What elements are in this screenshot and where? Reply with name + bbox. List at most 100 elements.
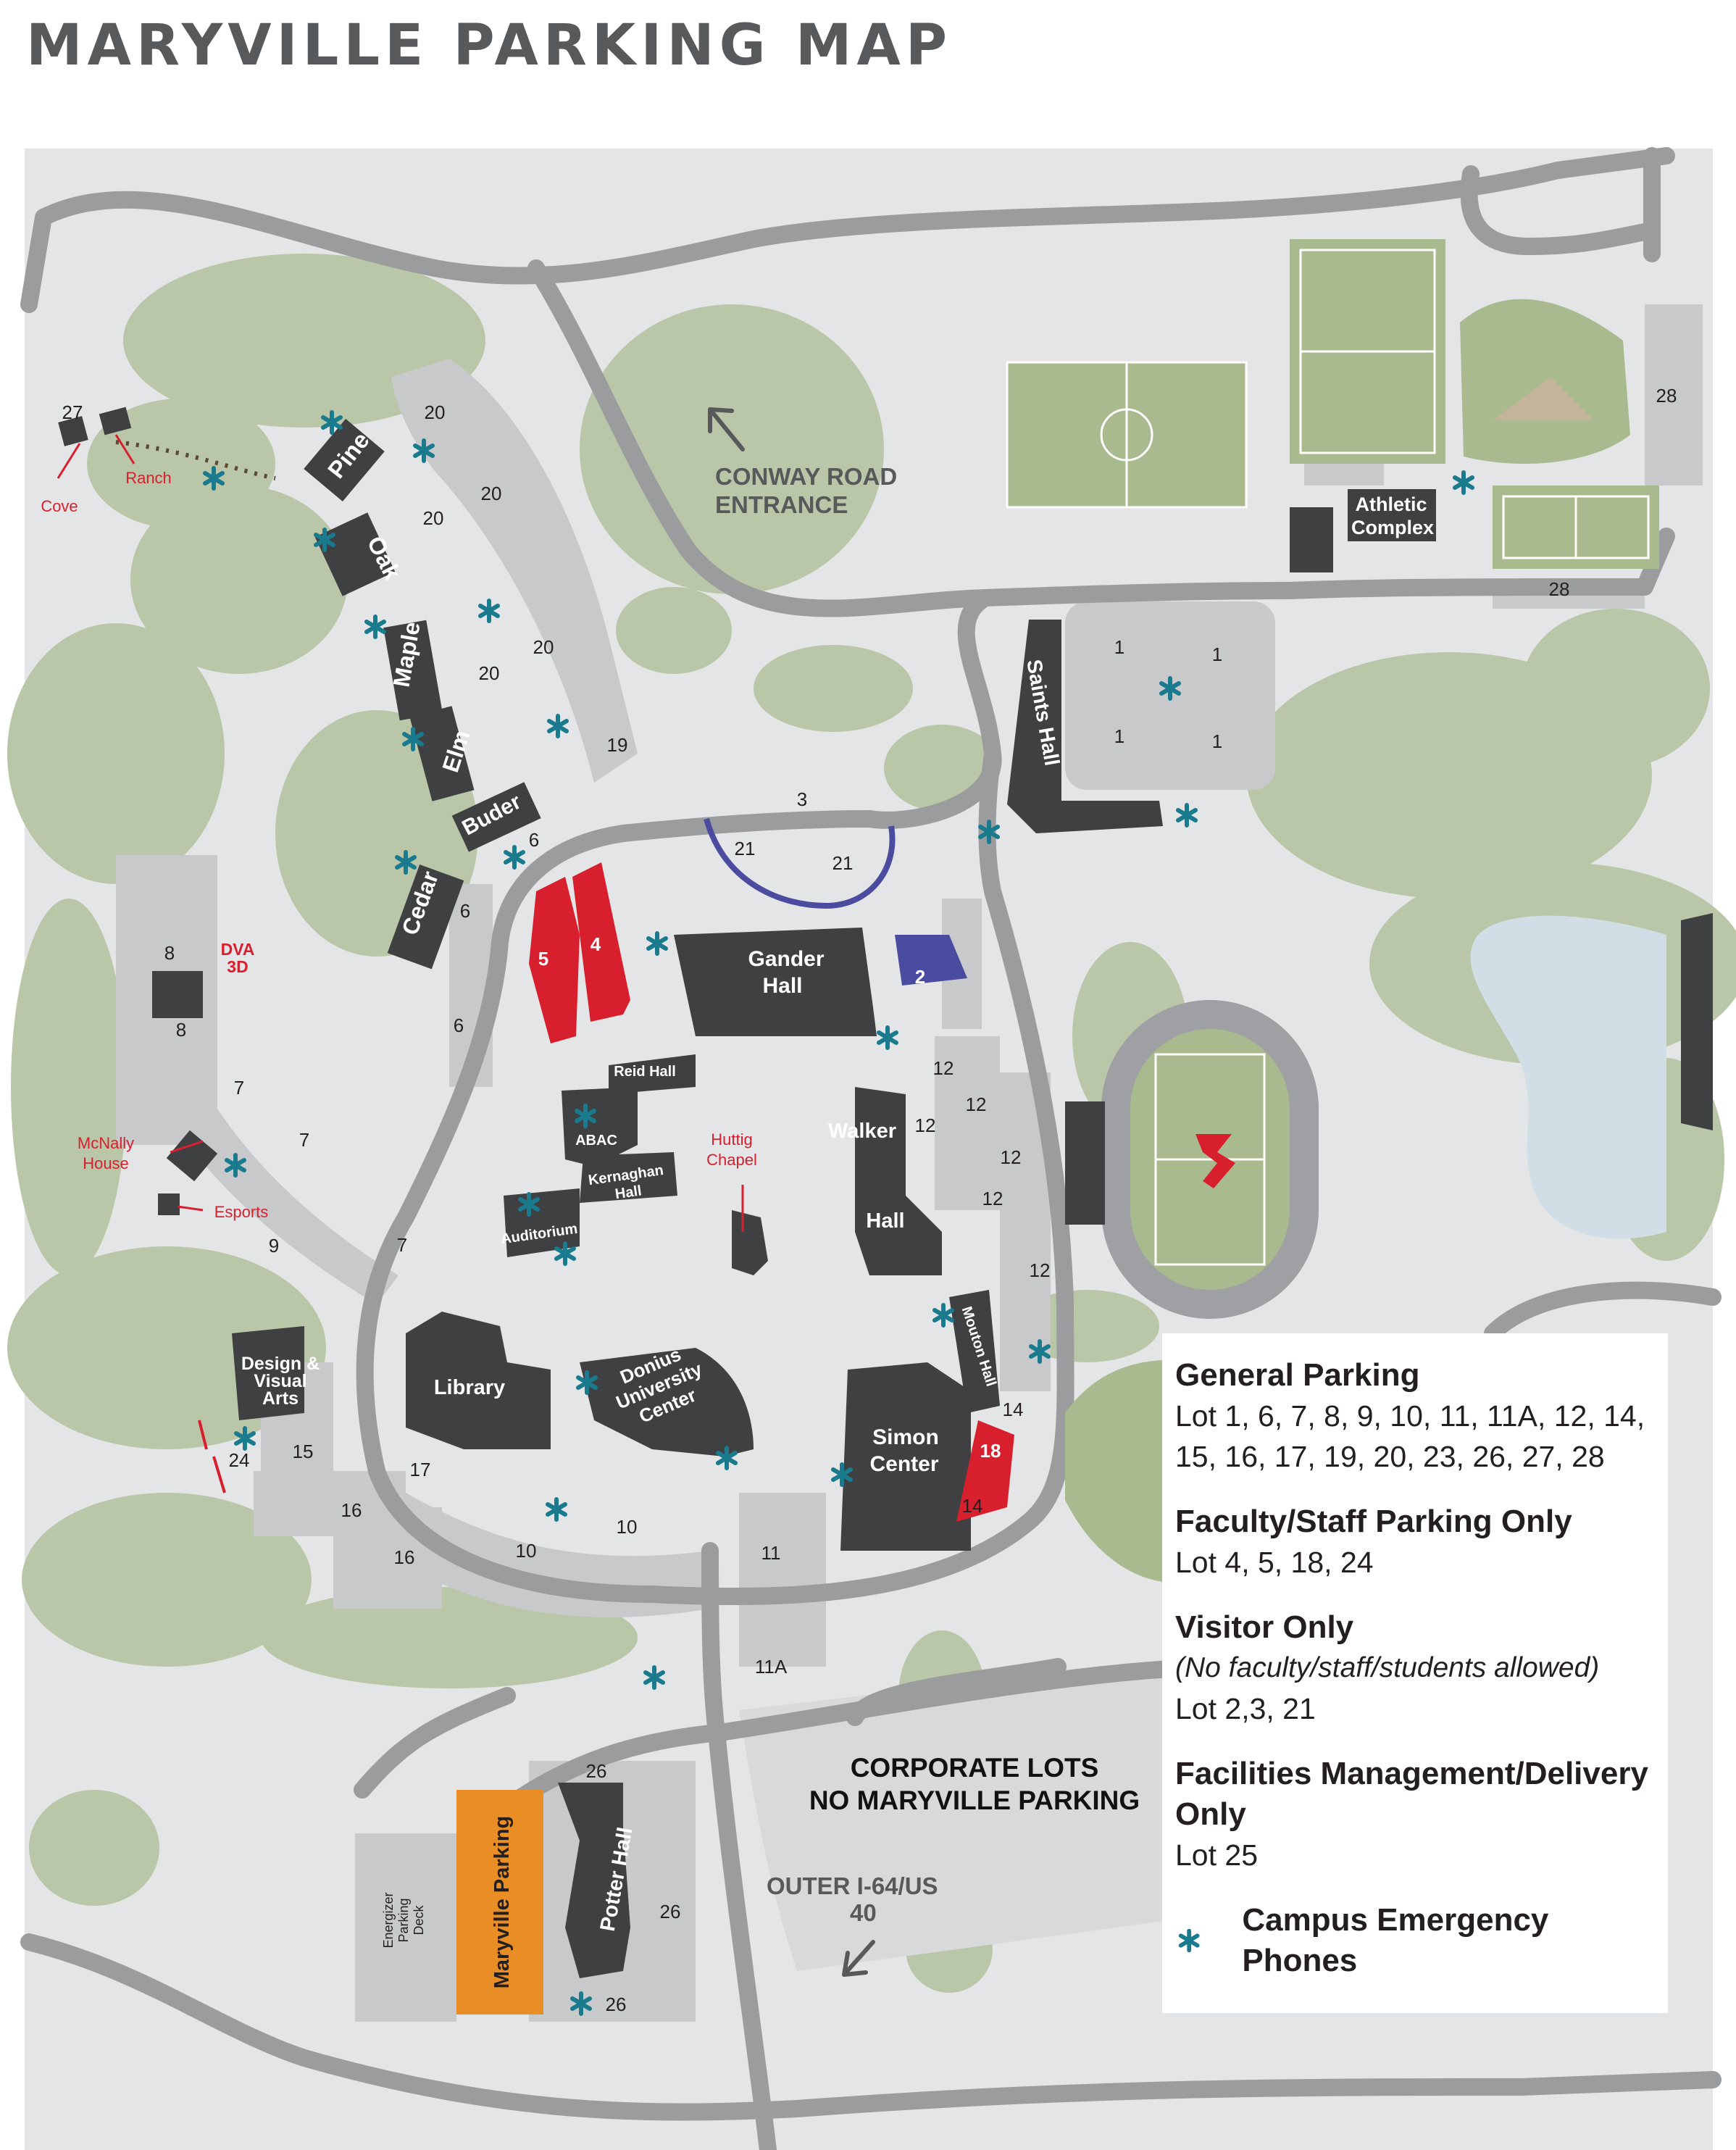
legend: General Parking Lot 1, 6, 7, 8, 9, 10, 1…	[1162, 1333, 1668, 2013]
lot-label-20d: 20	[533, 636, 554, 658]
outer-line-2: 40	[850, 1899, 877, 1926]
corporate-line-1: CORPORATE LOTS	[851, 1753, 1099, 1783]
maryville-parking-deck	[456, 1790, 543, 2014]
corporate-line-2: NO MARYVILLE PARKING	[809, 1786, 1140, 1815]
pond	[1470, 915, 1666, 1239]
design-line-3: Arts	[262, 1388, 299, 1409]
lot-label-21a: 21	[735, 838, 756, 859]
simon-line-2: Center	[869, 1452, 938, 1476]
lot-label-6a: 6	[529, 829, 539, 851]
lot-label-20b: 20	[423, 507, 444, 529]
design-line-2: Visual	[254, 1371, 306, 1391]
lot-label-12a: 12	[933, 1057, 954, 1079]
lot-label-7c: 7	[397, 1234, 407, 1256]
entrance-arrows	[708, 407, 875, 1977]
legend-phones-label: Campus Emergency Phones	[1242, 1902, 1549, 1978]
athletic-bottom: Complex	[1351, 517, 1434, 538]
legend-visitor-note: (No faculty/staff/students allowed)	[1175, 1652, 1600, 1683]
legend-general-title: General Parking	[1175, 1357, 1420, 1393]
label-maryville-parking: Maryville Parking	[491, 1816, 514, 1989]
athletic-top: Athletic	[1355, 493, 1427, 515]
lot-label-11A: 11A	[755, 1656, 788, 1678]
simon-line-1: Simon	[872, 1425, 939, 1449]
lot-label-7b: 7	[299, 1129, 309, 1151]
gander-line-2: Hall	[762, 974, 802, 998]
buildings	[58, 407, 1713, 1978]
lot-label-12c: 12	[915, 1114, 936, 1136]
dva-line-1: DVA	[221, 940, 255, 959]
leader-lines	[57, 434, 744, 1232]
mcnally-line-2: House	[83, 1154, 129, 1172]
lot-label-21b: 21	[832, 852, 854, 874]
ranch-trail	[115, 440, 276, 480]
outer-line-1: OUTER I-64/US	[767, 1872, 938, 1899]
label-esports: Esports	[214, 1203, 269, 1221]
lot-label-27: 27	[62, 401, 83, 423]
lot-label-9: 9	[269, 1235, 279, 1257]
gander-line-1: Gander	[748, 947, 824, 971]
lot-label-1c: 1	[1114, 725, 1124, 747]
lot-label-26a: 26	[586, 1760, 607, 1782]
lot-label-12b: 12	[966, 1093, 987, 1115]
lot-label-6b: 6	[460, 900, 470, 922]
lot-label-20c: 20	[481, 483, 502, 504]
walker-line-1: Walker	[828, 1120, 896, 1143]
faculty-lots	[198, 862, 1014, 1522]
legend-faculty-lots: Lot 4, 5, 18, 24	[1175, 1546, 1374, 1579]
arrow-icon	[708, 407, 745, 451]
page-title: MARYVILLE PARKING MAP	[26, 13, 952, 78]
legend-facilities-lots: Lot 25	[1175, 1838, 1258, 1872]
lot-label-3: 3	[797, 788, 807, 810]
lot-label-5: 5	[538, 948, 548, 970]
sports-fields	[1006, 239, 1659, 1583]
arrow-icon	[842, 1940, 875, 1977]
legend-general-lots: Lot 1, 6, 7, 8, 9, 10, 11, 11A, 12, 14, …	[1175, 1399, 1645, 1473]
lot-label-11: 11	[761, 1542, 781, 1564]
label-ranch: Ranch	[125, 469, 172, 487]
label-library: Library	[434, 1376, 505, 1399]
lot-label-8a: 8	[164, 942, 175, 964]
legend-visitor: Visitor Only (No faculty/staff/students …	[1175, 1607, 1655, 1729]
energizer-line-1: Energizer	[381, 1892, 396, 1948]
legend-visitor-lots: Lot 2,3, 21	[1175, 1692, 1316, 1725]
label-cove: Cove	[41, 497, 78, 515]
lot-label-10b: 10	[617, 1516, 638, 1538]
conway-line-1: CONWAY ROAD	[715, 463, 897, 490]
lot-label-12e: 12	[982, 1188, 1003, 1209]
emergency-phone-icon	[1175, 1926, 1203, 1955]
lot-label-14b: 14	[962, 1495, 983, 1517]
kernaghan-line-2: Hall	[614, 1183, 643, 1202]
lot-label-26c: 26	[606, 1993, 627, 2015]
walker-line-2: Hall	[866, 1209, 904, 1233]
huttig-line-1: Huttig	[711, 1130, 752, 1149]
legend-phones: Campus Emergency Phones	[1175, 1900, 1655, 1981]
label-abac: ABAC	[575, 1133, 617, 1149]
lot-label-10a: 10	[516, 1540, 537, 1562]
conway-line-2: ENTRANCE	[715, 491, 848, 518]
legend-general: General Parking Lot 1, 6, 7, 8, 9, 10, 1…	[1175, 1355, 1655, 1477]
design-line-1: Design &	[241, 1354, 320, 1374]
legend-facilities: Facilities Management/Delivery Only Lot …	[1175, 1754, 1655, 1875]
lot-label-12d: 12	[1001, 1146, 1022, 1168]
legend-faculty: Faculty/Staff Parking Only Lot 4, 5, 18,…	[1175, 1501, 1655, 1583]
lot-label-12f: 12	[1030, 1259, 1051, 1281]
energizer-line-2: Parking	[396, 1898, 411, 1942]
legend-faculty-title: Faculty/Staff Parking Only	[1175, 1504, 1572, 1539]
lot-label-20e: 20	[479, 662, 500, 684]
mcnally-line-1: McNally	[78, 1134, 134, 1152]
athletic-complex-building	[1348, 489, 1436, 541]
lot-label-28a: 28	[1656, 385, 1677, 407]
